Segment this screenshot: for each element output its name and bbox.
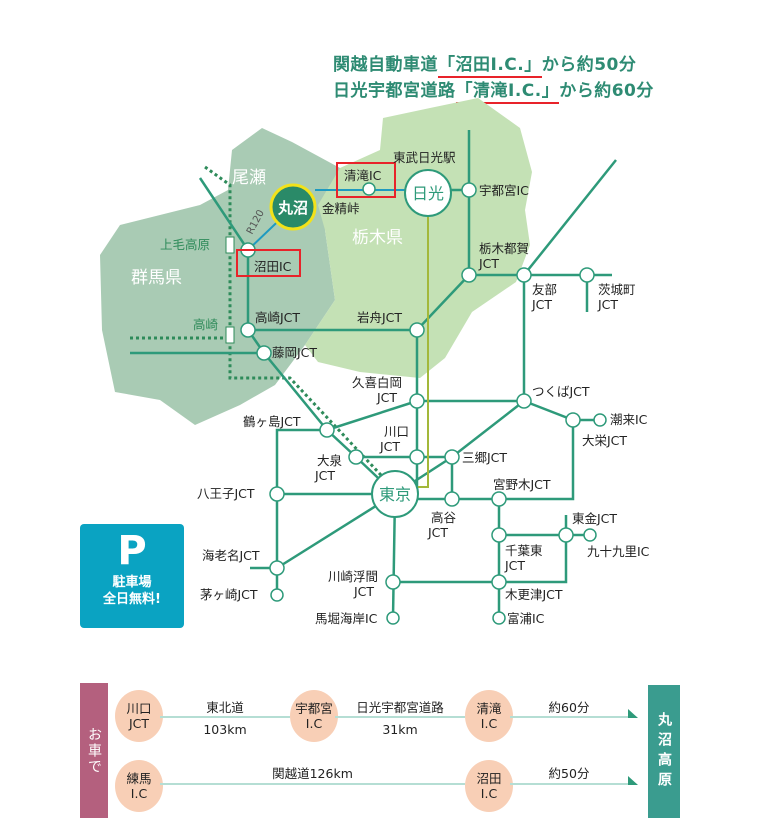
headline-numata-ic: 「沼田I.C.」 [438, 55, 542, 78]
taiei-jct-label: 大栄JCT [582, 433, 627, 448]
route1-segment1 [160, 716, 290, 718]
tokyo-circle [371, 470, 419, 518]
parking-icon: P [117, 528, 147, 574]
tomobe-label: JCT [531, 297, 552, 312]
kisarazu-jct-label: 木更津JCT [505, 587, 563, 602]
junction-nodes [240, 182, 607, 625]
nikko-circle [404, 169, 452, 217]
route1-seg2-road: 日光宇都宮道路 [356, 700, 444, 715]
headline-numata: 関越自動車道「沼田I.C.」から約50分 [333, 50, 637, 78]
kiyotaki-ic-label: 清滝IC [344, 168, 382, 183]
kuki-label: JCT [376, 390, 397, 405]
jomokogen-station: 上毛高原 [160, 237, 210, 252]
tomobe-label: 友部 [532, 282, 557, 297]
takasaki-station-icon [225, 326, 235, 344]
route1-seg2-distance: 31km [382, 722, 418, 737]
takasaki-jct-label: 高崎JCT [255, 310, 300, 325]
route1-utsunomiya-ic: 宇都宮 I.C [290, 690, 338, 742]
mabori-ic-label: 馬堀海岸IC [315, 611, 378, 626]
fujioka-jct-label: 藤岡JCT [272, 345, 317, 360]
kujukuri-ic-label: 九十九里IC [587, 544, 650, 559]
numata-highlight-box [236, 249, 301, 277]
route2-segment1 [160, 783, 465, 785]
route2-numata-ic: 沼田 I.C [465, 760, 513, 812]
route2-arrow-icon [628, 776, 638, 785]
kawaguchi-label: JCT [379, 439, 400, 454]
route1-start-kawaguchi-jct: 川口 JCT [115, 690, 163, 742]
headline-road: 日光宇都宮道路 [333, 81, 456, 101]
headline-road: 関越自動車道 [333, 55, 438, 75]
route2-start-nerima-ic: 練馬 I.C [115, 760, 163, 812]
chibahigashi-label: 千葉東 [505, 543, 543, 558]
oizumi-label: 大泉 [317, 453, 343, 468]
takasaki-station: 高崎 [193, 317, 219, 332]
iwafune-jct-label: 岩舟JCT [357, 310, 402, 325]
parking-free-text: 全日無料! [103, 592, 161, 607]
itako-ic-label: 潮来IC [610, 412, 648, 427]
route1-segment2 [335, 716, 465, 718]
miyanogi-jct-label: 宮野木JCT [493, 477, 551, 492]
tochigi-label: 栃木県 [352, 228, 403, 248]
tobu-nikko-label: 東武日光駅 [393, 150, 456, 165]
kiyotaki-highlight-box [336, 162, 396, 198]
kawasakiukima-label: JCT [353, 584, 374, 599]
route1-time: 約60分 [548, 700, 590, 715]
chigasaki-jct-label: 茅ヶ崎JCT [200, 587, 258, 602]
hachioji-jct-label: 八王子JCT [197, 486, 255, 501]
kawaguchi-label: 川口 [384, 424, 409, 439]
ebina-jct-label: 海老名JCT [202, 548, 260, 563]
jomokogen-station-icon [225, 236, 235, 254]
marunuma-label: 丸沼 [277, 199, 308, 217]
tsurugashima-jct-label: 鶴ヶ島JCT [243, 414, 301, 429]
oze-label: 尾瀬 [232, 168, 266, 188]
headline-time: から約50分 [541, 55, 637, 75]
numata-ic-label: 沼田IC [254, 259, 292, 274]
nikko-label: 日光 [412, 184, 444, 203]
expressways [130, 130, 617, 619]
tochigitsuga-label: 栃木都賀 [479, 241, 529, 256]
by-car-label: お車で [80, 683, 108, 818]
ibarakimachi-label: JCT [597, 297, 618, 312]
togane-jct-label: 東金JCT [572, 511, 617, 526]
route2-time: 約50分 [548, 766, 590, 781]
headline-kiyotaki-ic: 「清滝I.C.」 [455, 81, 560, 104]
misato-jct-label: 三郷JCT [462, 450, 507, 465]
route1-kiyotaki-ic: 清滝 I.C [465, 690, 513, 742]
access-map: 尾瀬 群馬県 栃木県 R120 [100, 98, 650, 626]
kanazawa-pass-label: 金精峠 [322, 201, 360, 216]
route1-seg1-road: 東北道 [206, 700, 244, 715]
tochigitsuga-label: JCT [478, 256, 499, 271]
chibahigashi-label: JCT [504, 558, 525, 573]
tokyo-label: 東京 [379, 485, 411, 504]
gunma-label: 群馬県 [131, 268, 182, 288]
ibarakimachi-label: 茨城町 [598, 282, 636, 297]
utsunomiya-ic-label: 宇都宮IC [479, 183, 529, 198]
tochigi-prefecture [305, 98, 532, 378]
marunuma-destination [269, 183, 317, 231]
tomiura-ic-label: 富浦IC [507, 611, 545, 626]
kiyotaki-node [362, 182, 376, 196]
koya-label: 高谷 [431, 510, 457, 525]
parking-text: 駐車場 [112, 575, 152, 590]
parking-badge: P 駐車場 全日無料! [80, 524, 184, 628]
route2-seg1-road: 関越道126km [272, 766, 353, 781]
destination-marunuma-kogen: 丸沼高原 [648, 685, 680, 818]
route1-segment3 [510, 716, 628, 718]
railway-lines [130, 165, 397, 492]
headline-time: から約60分 [559, 81, 654, 101]
headline-kiyotaki: 日光宇都宮道路「清滝I.C.」から約60分 [333, 76, 654, 104]
oizumi-label: JCT [314, 468, 335, 483]
koya-label: JCT [427, 525, 448, 540]
kawasakiukima-label: 川崎浮間 [328, 569, 378, 584]
route1-arrow-icon [628, 709, 638, 718]
tsukuba-jct-label: つくばJCT [532, 384, 590, 399]
route2-segment2 [510, 783, 628, 785]
kuki-label: 久喜白岡 [352, 375, 402, 390]
route1-seg1-distance: 103km [203, 722, 247, 737]
map-labels: 清滝IC 金精峠 東武日光駅 宇都宮IC 沼田IC 栃木都賀 JCT 友部 JC… [197, 150, 650, 626]
